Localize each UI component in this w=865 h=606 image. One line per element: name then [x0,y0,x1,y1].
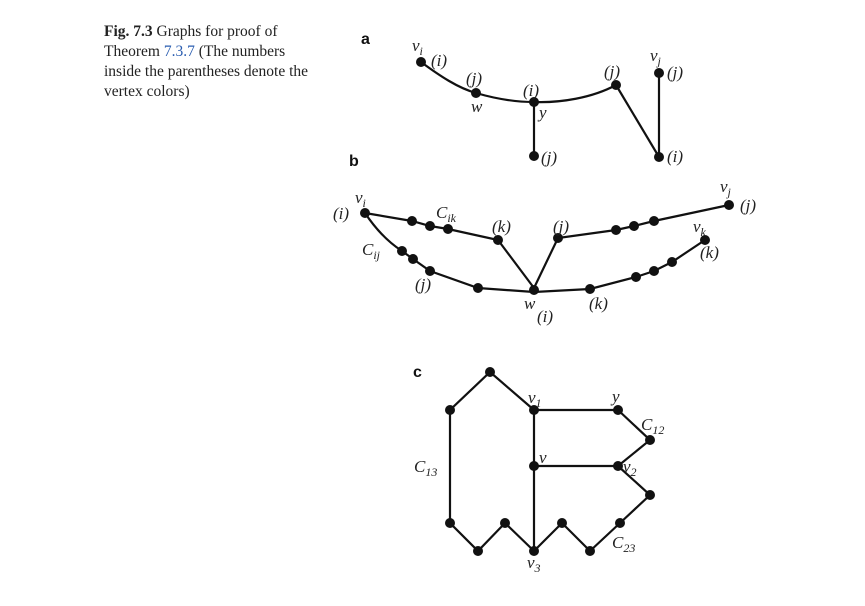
panel-a-node-bottom [529,151,539,161]
panel-a-node-vi [416,57,426,67]
panel-c-label-v1: v1 [528,388,542,410]
panel-c-letter: c [413,364,422,381]
panel-b-node-cik-1 [407,216,417,226]
panel-b-label-k-low: (k) [589,294,608,313]
panel-b-node-vj [724,200,734,210]
panel-b-label-vi-color: (i) [333,204,349,223]
figure-label: Fig. 7.3 [104,23,153,40]
panel-a-label-vj: vj [650,46,662,68]
panel-a-label-bottom-color: (j) [541,148,557,167]
caption-text-after: (The numbers inside the parentheses deno… [104,43,309,100]
panel-c-label-c23: C23 [612,533,635,555]
panel-a-label-mid-color: (j) [604,62,620,81]
panel-b-node-vi [360,208,370,218]
panel-b-label-k-top: (k) [492,217,511,236]
panel-b-label-vk: vk [693,217,707,239]
panel-a-node-right-bottom [654,152,664,162]
panel-b-node-cik-3 [443,224,453,234]
panel-b-label-w-color: (i) [537,307,553,326]
panel-c-node-left-bottom [445,518,455,528]
panel-c-node-c23-2 [615,518,625,528]
panel-b-node-low-3 [667,257,677,267]
panel-a-label-w-color: (j) [466,69,482,88]
panel-b-node-cij-2 [408,254,418,264]
panel-b-path-vi-to-cij [364,212,535,294]
panel-b-label-w: w [524,294,536,313]
panel-b-label-vk-color: (k) [700,243,719,262]
panel-a-node-mid [611,80,621,90]
panel-b-label-cij: Cij [362,240,381,262]
panel-b-node-right-2 [629,221,639,231]
panel-b-node-vk [700,235,710,245]
panel-a-label-vj-color: (j) [667,63,683,82]
panel-b-label-j-low: (j) [415,275,431,294]
panel-c-label-c12: C12 [641,415,664,437]
panel-c-node-v3 [529,546,539,556]
panel-a-edge-w-y-rj [475,84,617,104]
panel-b-node-right-3 [649,216,659,226]
panel-c: c v1 y C12 v v2 C13 C23 v3 [413,364,664,575]
panel-c-label-y: y [610,387,620,406]
panel-b-path-w-to-vk [533,239,706,294]
panel-c-node-c23-3 [585,546,595,556]
panel-b-label-j-top: (j) [553,217,569,236]
panel-b-node-cik-2 [425,221,435,231]
panel-c-node-v1 [529,405,539,415]
panel-c-node-c23-1 [645,490,655,500]
panel-c-node-c23-4 [557,518,567,528]
panel-b-path-w-to-vj [533,203,730,289]
panel-a-letter: a [361,31,370,48]
panel-b-node-right-1 [611,225,621,235]
panel-a-node-vj [654,68,664,78]
theorem-reference-link[interactable]: 7.3.7 [163,43,195,60]
panel-b-node-cij-3 [473,283,483,293]
panel-a-label-right-bottom-color: (i) [667,147,683,166]
panel-a-node-w [471,88,481,98]
panel-a-label-w: w [471,97,483,116]
panel-a-label-y-color: (i) [523,81,539,100]
panel-b-node-cij-1 [397,246,407,256]
panel-c-node-left-top [445,405,455,415]
panel-c-node-v [529,461,539,471]
panel-b: b vi (i) Cik Cij (k) (j) (j) w (i) (k) [333,153,756,326]
panel-c-node-c12 [645,435,655,445]
panel-c-node-v2 [613,461,623,471]
panel-b-label-cik: Cik [436,203,457,225]
panel-c-label-v2: v2 [623,457,637,479]
panel-b-node-low-2 [649,266,659,276]
panel-c-node-y [613,405,623,415]
panel-b-node-low-1 [631,272,641,282]
panel-b-node-j-low [425,266,435,276]
panel-c-label-v3: v3 [527,553,541,575]
panel-b-label-vj: vj [720,177,732,199]
panel-c-path-c23 [533,465,652,553]
panel-b-path-vi-to-cik [364,211,535,289]
panel-a-label-vi: vi [412,36,423,58]
caption-text-before: Graphs for proof of Theorem [104,23,278,60]
panel-c-node-zig-1 [473,546,483,556]
panel-b-label-vi: vi [355,188,366,210]
panel-b-letter: b [349,153,359,170]
panel-c-node-zig-2 [500,518,510,528]
panel-a-label-vi-color: (i) [431,51,447,70]
panel-b-node-j-top [553,233,563,243]
panel-b-node-k-top [493,235,503,245]
panel-a-label-y: y [537,103,547,122]
panel-c-label-c13: C13 [414,457,437,479]
panel-a-node-y [529,97,539,107]
panel-b-node-w [529,285,539,295]
panel-b-node-k-low [585,284,595,294]
panel-c-label-v: v [539,448,547,467]
panel-a: a vi (i) (j) w (i) y (j) (j) vj (j) (i) [361,31,683,167]
panel-b-label-vj-color: (j) [740,196,756,215]
panel-c-node-top [485,367,495,377]
panel-a-edge-rj-rb [615,84,660,158]
panel-c-cycle-c13 [448,370,535,553]
figure-caption: Fig. 7.3 Graphs for proof of Theorem 7.3… [104,22,319,102]
